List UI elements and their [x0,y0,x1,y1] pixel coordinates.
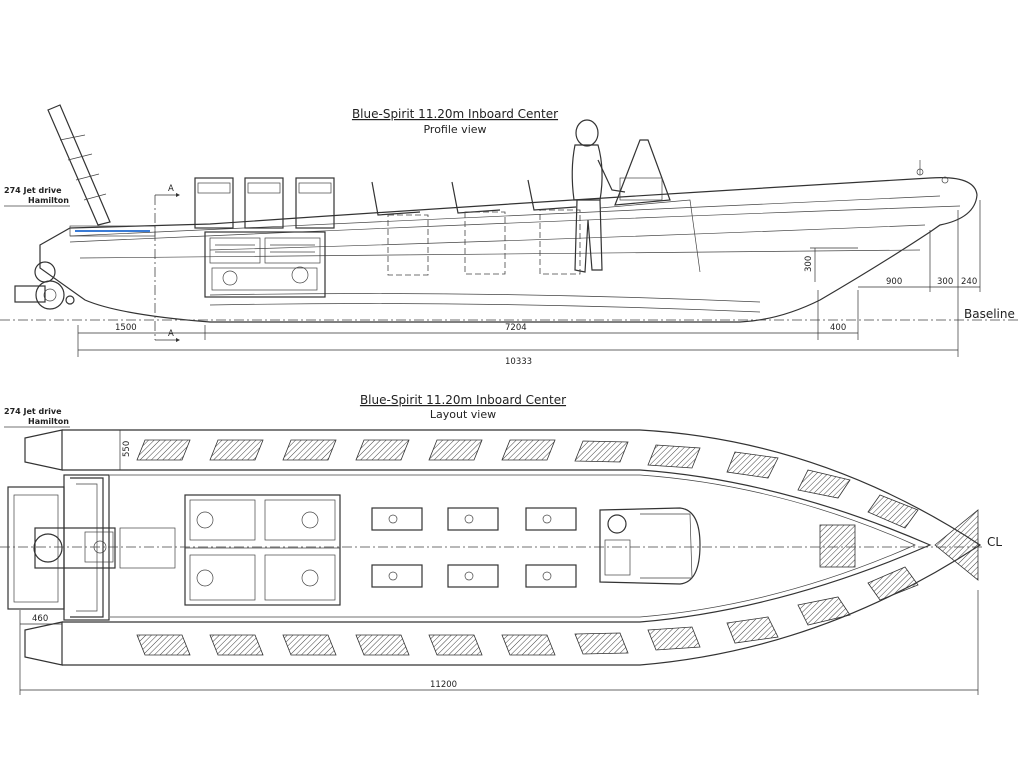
profile-jet-drive [14,261,75,310]
layout-tube-cone-bottom [24,621,63,666]
layout-dimensions: 550 460 11200 [19,429,979,695]
dim-460: 460 [32,614,48,624]
centerline-label: CL [987,535,1002,549]
profile-person-figure [571,119,626,273]
layout-jet-label-1: 274 Jet drive [4,407,62,416]
layout-jet-label-2: Hamilton [28,417,69,426]
baseline-label: Baseline [964,307,1015,321]
profile-dimensions: 1500 7204 400 10333 300 900 300 240 [77,200,981,367]
section-marker-top: A [168,184,174,194]
dim-300-horizontal: 300 [937,277,953,287]
dim-7204: 7204 [505,323,527,333]
profile-console [599,139,701,273]
dim-900: 900 [886,277,902,287]
dim-550: 550 [122,441,132,457]
layout-title: Blue-Spirit 11.20m Inboard Center [360,393,566,407]
dim-11200: 11200 [430,680,457,690]
layout-tube-cone-top [24,429,63,471]
layout-subtitle: Layout view [430,408,496,421]
layout-tube-inner [62,469,932,623]
profile-subtitle: Profile view [423,123,486,136]
layout-tube-panels-bottom [136,566,919,656]
layout-view: Blue-Spirit 11.20m Inboard Center Layout… [0,393,1002,695]
layout-tube-panels-top [136,439,919,529]
dim-240: 240 [961,277,977,287]
section-marker-bottom: A [168,329,174,339]
profile-jet-label-1: 274 Jet drive [4,186,62,195]
layout-console [599,507,701,585]
profile-seats-stern [194,177,335,229]
layout-bow-hatch [819,524,856,568]
layout-stern-platform [7,474,110,621]
dim-1500: 1500 [115,323,137,333]
layout-tube-outer [62,429,982,666]
profile-engines [204,231,326,298]
dim-10333: 10333 [505,357,532,367]
profile-jockey-seats [371,179,581,276]
layout-bow-cap [934,509,979,581]
dim-300-vertical: 300 [804,256,814,272]
dim-400: 400 [830,323,846,333]
profile-arch [47,104,111,226]
layout-jockey-seats [371,507,577,588]
profile-jet-label-2: Hamilton [28,196,69,205]
layout-engines [184,494,341,606]
profile-title: Blue-Spirit 11.20m Inboard Center [352,107,558,121]
profile-section-marker: A A [154,184,181,343]
profile-view: Blue-Spirit 11.20m Inboard Center Profil… [0,104,1020,367]
profile-hull-outline [39,177,978,323]
layout-jet-drive [33,527,176,569]
